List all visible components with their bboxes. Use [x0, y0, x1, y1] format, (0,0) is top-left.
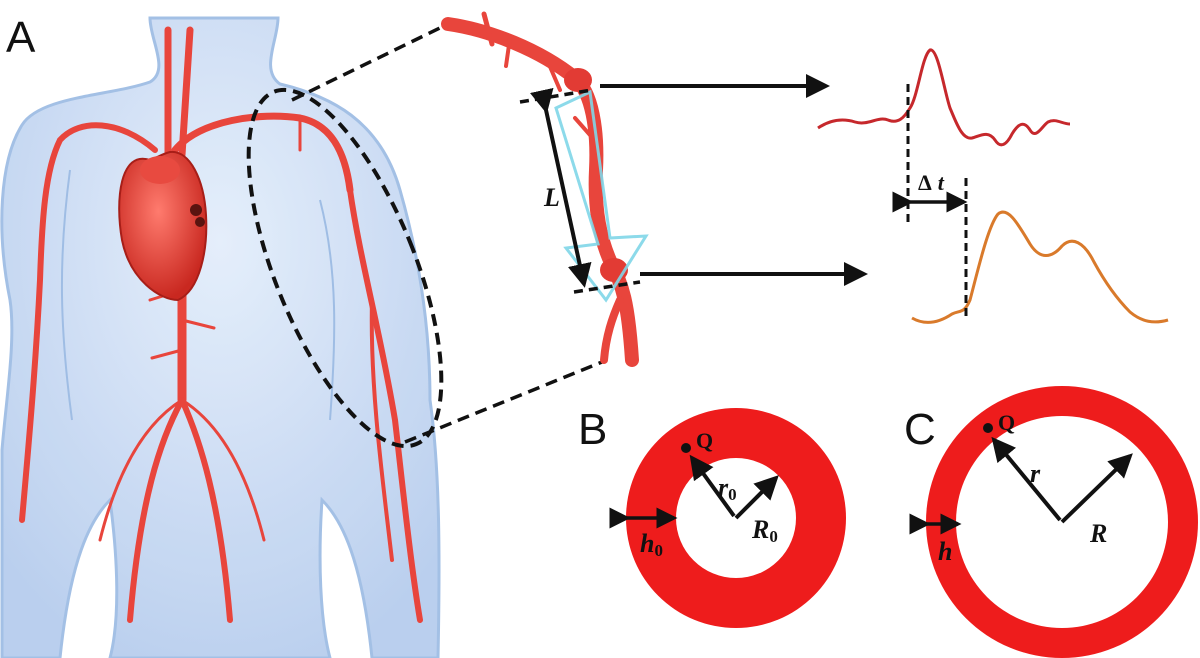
R-label: R	[1089, 519, 1107, 548]
point-q-b	[681, 443, 691, 453]
proximal-bulge	[564, 68, 592, 92]
h-label: h	[938, 537, 952, 566]
arm-contour-left	[60, 169, 73, 421]
heart-icon	[118, 150, 208, 302]
length-arrow	[530, 87, 592, 288]
point-q-b-label: Q	[696, 428, 713, 453]
proximal-waveform	[817, 48, 1071, 147]
r-label: r	[1030, 459, 1041, 488]
panel-c-letter: C	[904, 405, 936, 454]
r0-label: r0	[718, 473, 737, 504]
point-q-c-label: Q	[998, 410, 1015, 435]
panel-a: A	[0, 13, 444, 658]
panel-c: C Q r R h	[904, 386, 1198, 658]
panel-a-letter: A	[6, 13, 36, 62]
point-q-c	[983, 423, 993, 433]
flow-arrow	[554, 89, 649, 303]
r0-arrow	[689, 454, 736, 518]
R0-arrow	[734, 475, 779, 520]
panel-b-letter: B	[578, 405, 607, 454]
artery-segment: L	[441, 11, 649, 367]
R-arrow	[1060, 453, 1133, 524]
length-label: L	[543, 183, 560, 212]
h0-label: h0	[640, 529, 663, 560]
distal-tick	[573, 280, 641, 294]
zoom-lines	[291, 22, 603, 444]
distal-waveform	[911, 210, 1169, 324]
r-arrow	[991, 436, 1062, 522]
panel-b: B Q r0 R0 h0	[578, 405, 846, 628]
arterial-tree	[19, 26, 423, 623]
R0-label: R0	[751, 515, 778, 546]
arm-contour-right	[319, 199, 336, 421]
selection-ellipse	[246, 87, 444, 449]
